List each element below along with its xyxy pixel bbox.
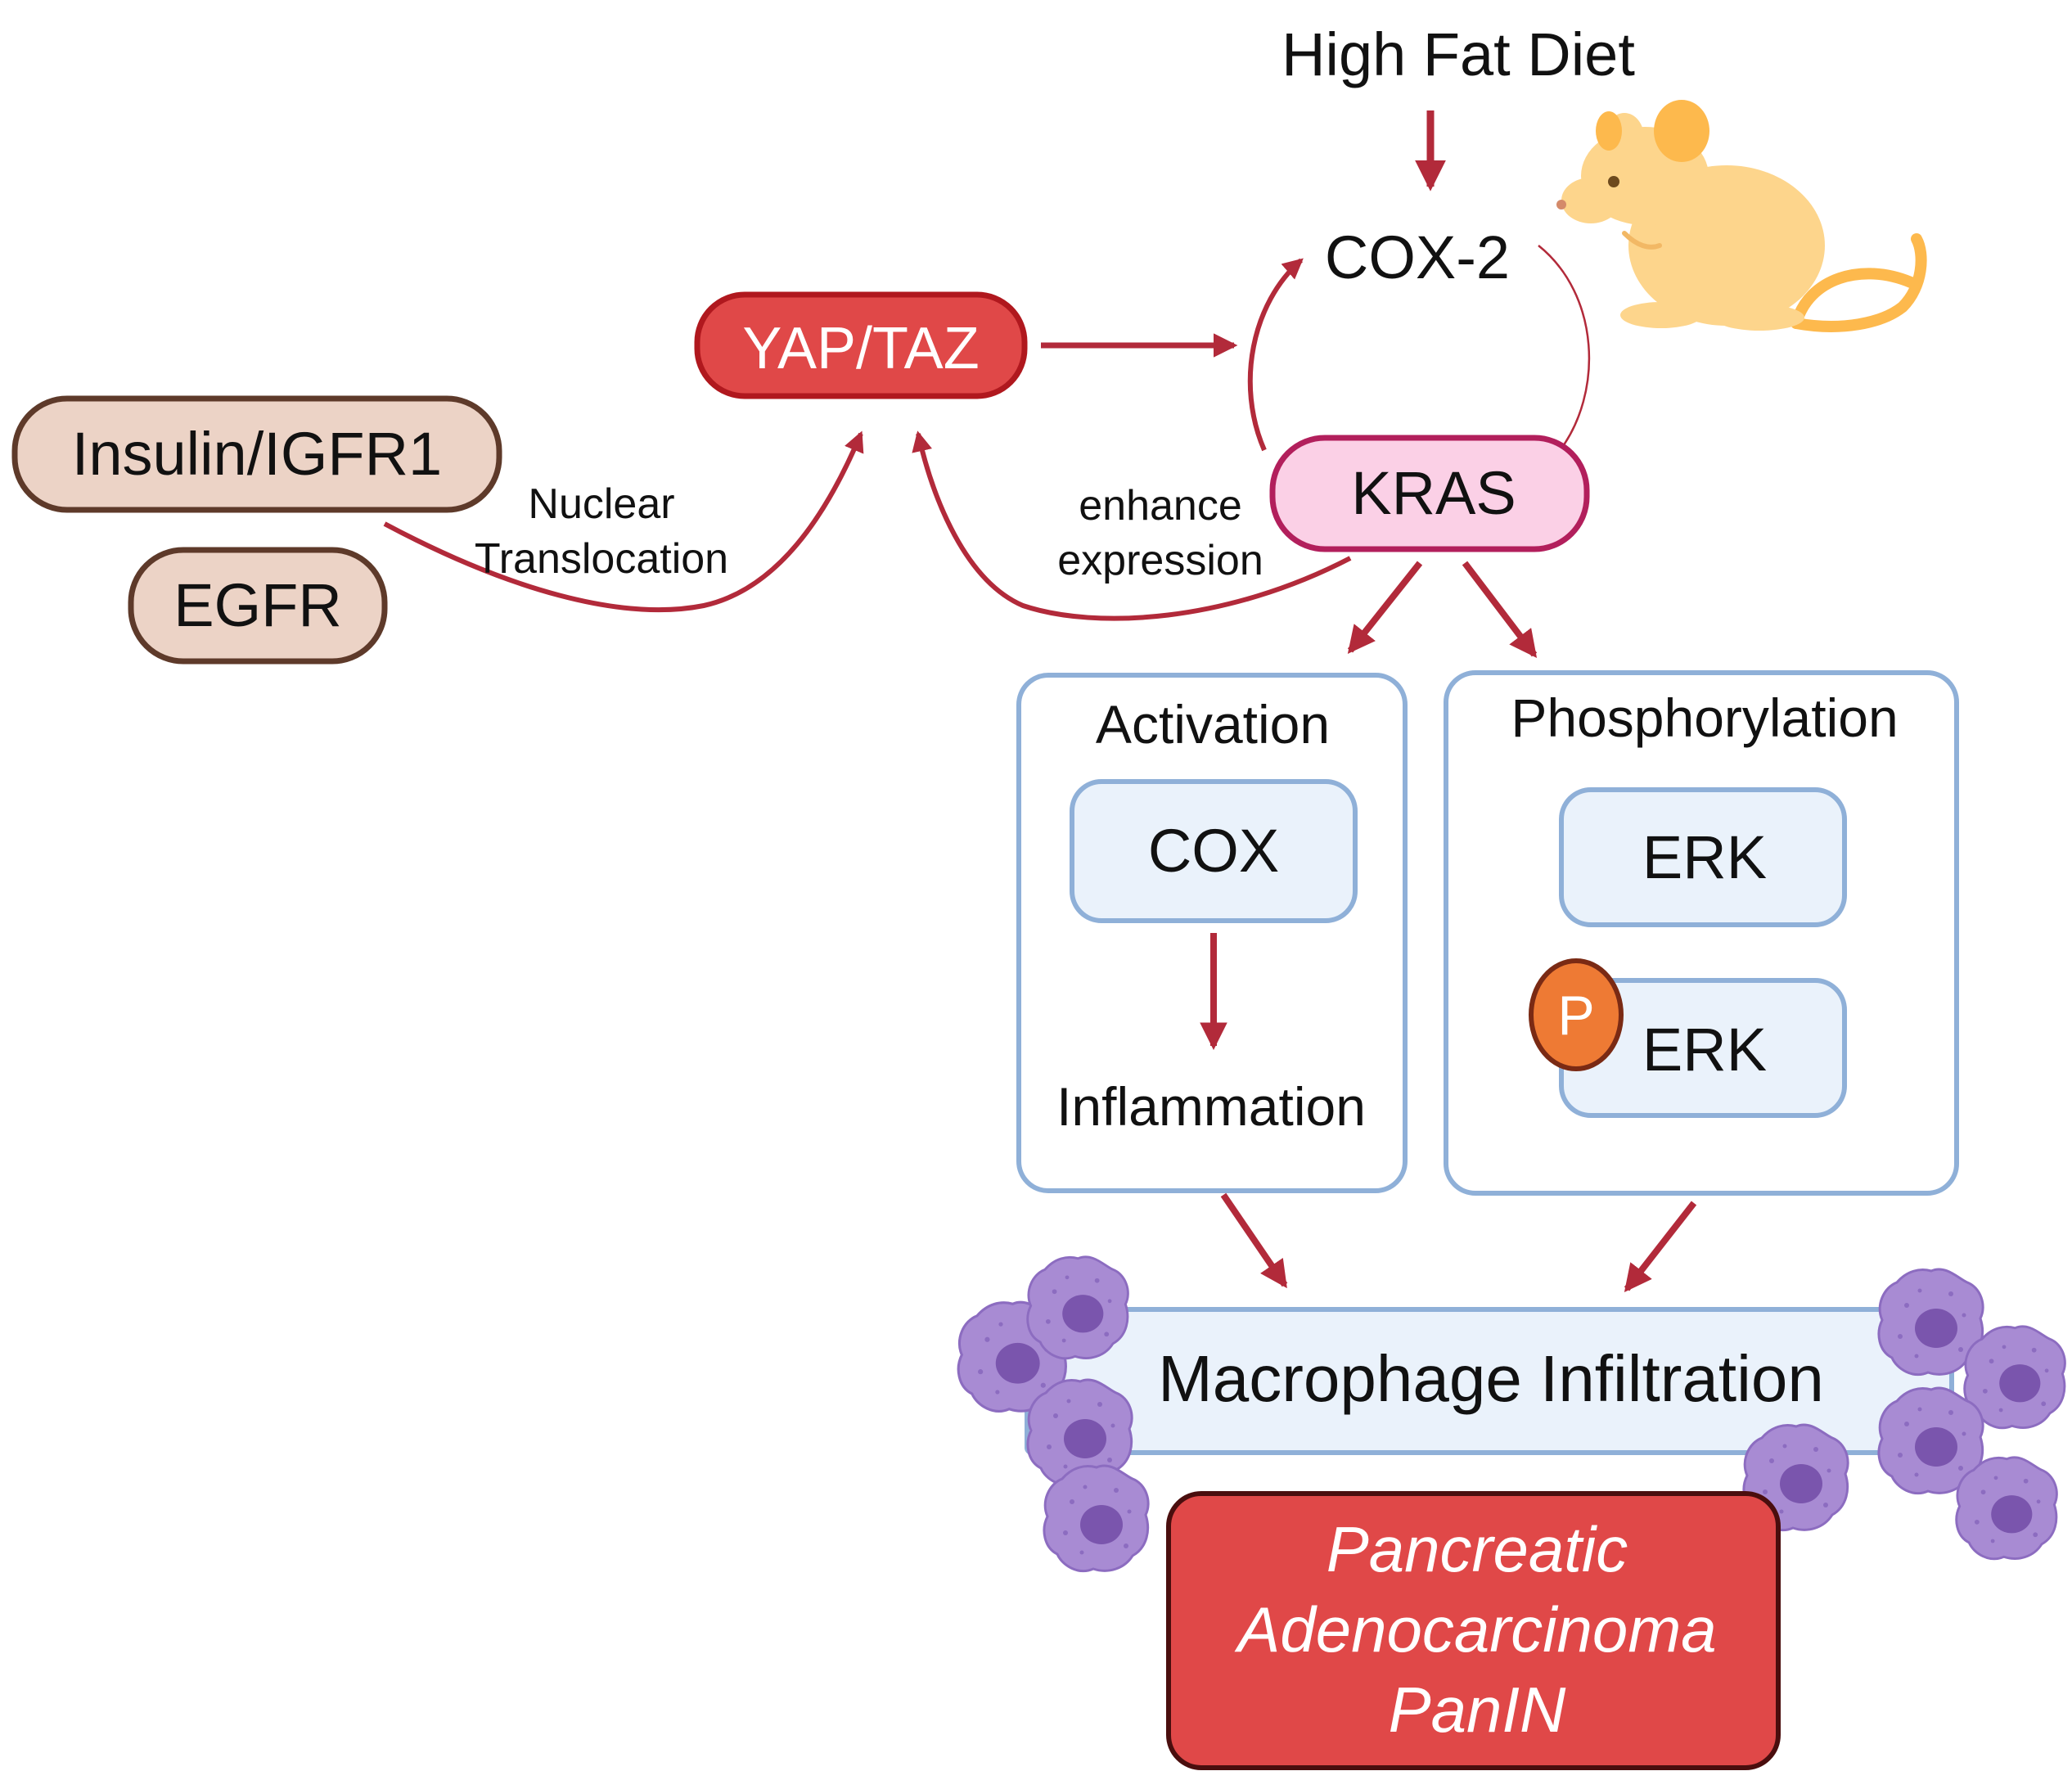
arrow-phosphorylation-to-macrophage	[1624, 1201, 1697, 1292]
nuclear-label-1: Nuclear	[528, 480, 674, 528]
enhance-label-1: enhance	[1079, 482, 1242, 529]
arrow-activation-to-macrophage	[1220, 1192, 1288, 1289]
kras-label: KRAS	[1351, 459, 1516, 527]
outcome-node	[1166, 1491, 1781, 1770]
nuclear-label-2: Translocation	[475, 535, 728, 583]
inflammation-label: Inflammation	[1056, 1076, 1366, 1137]
yap-taz-label: YAP/TAZ	[742, 316, 979, 381]
outcome-line-2: Adenocarcinoma	[1234, 1593, 1716, 1665]
kras-node	[1269, 435, 1590, 552]
cox-node	[1070, 779, 1358, 923]
yap-taz-node	[694, 291, 1028, 399]
outcome-line-1: Pancreatic	[1327, 1513, 1628, 1585]
phospho-badge-label: P	[1557, 985, 1594, 1047]
activation-title: Activation	[1096, 694, 1330, 755]
arrow-receptor-to-yap	[383, 430, 864, 613]
phospho-icon: P	[1529, 958, 1624, 1071]
egfr-label: EGFR	[173, 571, 342, 639]
arrow-kras-to-phosphorylation	[1462, 561, 1538, 659]
arrow-kras-to-activation	[1347, 561, 1423, 654]
egfr-node	[128, 547, 388, 665]
cox2-label: COX-2	[1325, 223, 1510, 291]
erk-node	[1559, 787, 1847, 927]
macrophage-infiltration-label: Macrophage Infiltration	[1158, 1342, 1824, 1415]
insulin-igfr1-label: Insulin/IGFR1	[72, 420, 442, 488]
arrow-kras-to-cox2	[1247, 258, 1304, 452]
mouse-icon	[1556, 100, 1927, 332]
high-fat-diet-label: High Fat Diet	[1281, 20, 1635, 88]
connector-cox2-to-kras	[1538, 245, 1591, 453]
phosphorylation-title: Phosphorylation	[1511, 687, 1898, 748]
insulin-igfr1-node	[11, 395, 502, 513]
cox-label: COX	[1148, 817, 1279, 885]
enhance-label-2: expression	[1057, 537, 1263, 584]
erk-label: ERK	[1642, 823, 1767, 891]
arrow-kras-to-yap	[912, 430, 1352, 621]
outcome-line-3: PanIN	[1389, 1674, 1566, 1746]
p-erk-label: ERK	[1642, 1016, 1767, 1084]
